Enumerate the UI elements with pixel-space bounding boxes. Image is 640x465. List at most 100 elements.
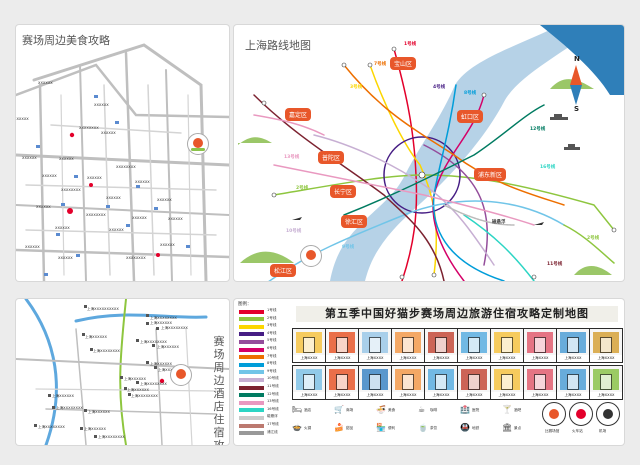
hotel-poi-label: 上海XXXXXXXX xyxy=(140,340,167,344)
landmark-building xyxy=(336,374,348,390)
legend-label: 1号线 xyxy=(267,308,277,312)
landmark-tile[interactable]: 上海XXXX xyxy=(391,328,425,363)
metro-map-panel: 上海路线地图 xyxy=(234,25,624,281)
landmark-tile[interactable]: 上海XXXX xyxy=(556,365,590,400)
legend-label: 12号线 xyxy=(267,391,279,396)
hotel-poi-label: 上海XXXXXX xyxy=(85,335,107,339)
district-tag: 松江区 xyxy=(270,264,297,277)
compass: N S xyxy=(564,55,594,115)
landmark-tile[interactable]: 上海XXXX xyxy=(490,328,524,363)
food-poi-label: XXXXXX xyxy=(36,205,51,209)
service-icon: 🍵 xyxy=(418,423,428,432)
service-icon-label: 酒店 xyxy=(304,408,312,412)
legend-label: 7号线 xyxy=(267,353,277,358)
landmark-caption: 上海XXXX xyxy=(458,392,490,399)
district-tag: 长宁区 xyxy=(330,185,357,198)
service-icon-label: 景点 xyxy=(514,426,522,430)
food-poi-label: XXXXXX xyxy=(109,228,124,232)
landmark-tile[interactable]: 上海XXXX xyxy=(391,365,425,400)
district-tag: 宝山区 xyxy=(390,57,417,70)
landmark-caption: 上海XXXX xyxy=(326,355,358,362)
landmark-caption: 上海XXXX xyxy=(458,355,490,362)
legend-label: 浦江线 xyxy=(267,429,278,434)
legend-swatch xyxy=(239,332,264,337)
service-icon-label: 地铁 xyxy=(472,426,480,430)
venue-badge-food xyxy=(187,133,209,155)
landmark-tile[interactable]: 上海XXXX xyxy=(556,328,590,363)
landmark-tile[interactable]: 上海XXXX xyxy=(523,365,557,400)
landmark-tile[interactable]: 上海XXXX xyxy=(424,365,458,400)
landmark-tile[interactable]: 上海XXXX xyxy=(325,365,359,400)
venue-type-label: 火车站 xyxy=(572,429,583,433)
food-poi-label: XXXXXXXX xyxy=(116,165,136,169)
food-map-title: 赛场周边美食攻略 xyxy=(22,34,110,47)
landmark-tile[interactable]: 上海XXXX xyxy=(358,365,392,400)
metro-line-tag: 8号线 xyxy=(464,91,477,96)
legend-label: 16号线 xyxy=(267,406,279,411)
metro-line-tag: 磁悬浮 xyxy=(492,220,506,225)
compass-n: N xyxy=(574,55,580,63)
legend-swatch xyxy=(239,370,264,375)
service-icon: 🏥 xyxy=(460,405,470,414)
food-poi-label: XXXXXX xyxy=(94,103,109,107)
landmark-tile[interactable]: 上海XXXX xyxy=(358,328,392,363)
service-icon-label: 便利 xyxy=(388,426,396,430)
service-icon: 🚇 xyxy=(460,423,470,432)
metro-line-tag: 7号线 xyxy=(374,62,387,67)
food-poi-label: XXXXXXXX xyxy=(126,256,146,260)
hotel-poi-label: 上海XXXXXXXX xyxy=(150,316,177,320)
landmark-tile[interactable]: 上海XXXX xyxy=(589,328,623,363)
service-icon: 🍰 xyxy=(334,423,344,432)
landmark-tile[interactable]: 上海XXXX xyxy=(292,328,326,363)
landmark-caption: 上海XXXX xyxy=(326,392,358,399)
venue-badge-hotel xyxy=(170,364,192,386)
legend-swatch xyxy=(239,347,264,352)
metro-line-tag: 2号线 xyxy=(587,236,600,241)
hotel-poi-label: 上海XXXXXX xyxy=(150,321,172,325)
metro-line-tag: 12号线 xyxy=(530,127,546,132)
legend-swatch xyxy=(239,385,264,390)
landmark-tile[interactable]: 上海XXXX xyxy=(424,328,458,363)
metro-line-tag: 11号线 xyxy=(547,262,563,267)
metro-lines xyxy=(238,25,624,281)
legend-swatch xyxy=(239,400,264,405)
food-poi-label: XXXXXX xyxy=(22,156,37,160)
service-icon-label: 茶饮 xyxy=(430,426,438,430)
landmark-tile[interactable]: 上海XXXX xyxy=(325,328,359,363)
landmark-tile[interactable]: 上海XXXX xyxy=(490,365,524,400)
landmark-building xyxy=(501,337,513,353)
food-poi-label: XXXXXX xyxy=(132,216,147,220)
landmark-building xyxy=(600,337,612,353)
compass-s: S xyxy=(574,105,580,113)
hotel-poi-label: 上海XXXXXX xyxy=(157,345,179,349)
venue-type-badge xyxy=(569,402,593,426)
hotel-map-roads xyxy=(16,299,229,445)
landmark-tile[interactable]: 上海XXXX xyxy=(457,365,491,400)
landmark-tile[interactable]: 上海XXXX xyxy=(457,328,491,363)
legend-swatch xyxy=(239,415,264,420)
food-poi-label: XXXXXXXX xyxy=(86,213,106,217)
legend-label: 2号线 xyxy=(267,315,277,320)
food-poi-label: XXXXXX xyxy=(59,157,74,161)
service-icon: 🛏 xyxy=(292,405,303,414)
landmark-tile[interactable]: 上海XXXX xyxy=(589,365,623,400)
landmark-building xyxy=(303,374,315,390)
legend-label: 4号线 xyxy=(267,330,277,335)
food-poi-label: XXXXXX xyxy=(16,117,29,121)
hotel-poi-label: 上海XXXXXXXX xyxy=(140,382,167,386)
landmark-tile[interactable]: 上海XXXX xyxy=(292,365,326,400)
food-poi-label: XXXXXX xyxy=(58,256,73,260)
venue-type-badge xyxy=(542,402,566,426)
landmark-tile[interactable]: 上海XXXX xyxy=(523,328,557,363)
metro-line-tag: 3号线 xyxy=(350,85,363,90)
metro-line-tag: 2号线 xyxy=(296,186,309,191)
service-icon-label: 酒吧 xyxy=(514,408,522,412)
landmark-building xyxy=(567,337,579,353)
landmark-caption: 上海XXXX xyxy=(590,355,622,362)
metro-line-tag: 9号线 xyxy=(342,245,355,250)
service-icon-label: 火锅 xyxy=(304,426,312,430)
landmark-caption: 上海XXXX xyxy=(491,355,523,362)
metro-line-tag: 4号线 xyxy=(433,85,446,90)
food-poi-label: XXXXXX xyxy=(135,180,150,184)
